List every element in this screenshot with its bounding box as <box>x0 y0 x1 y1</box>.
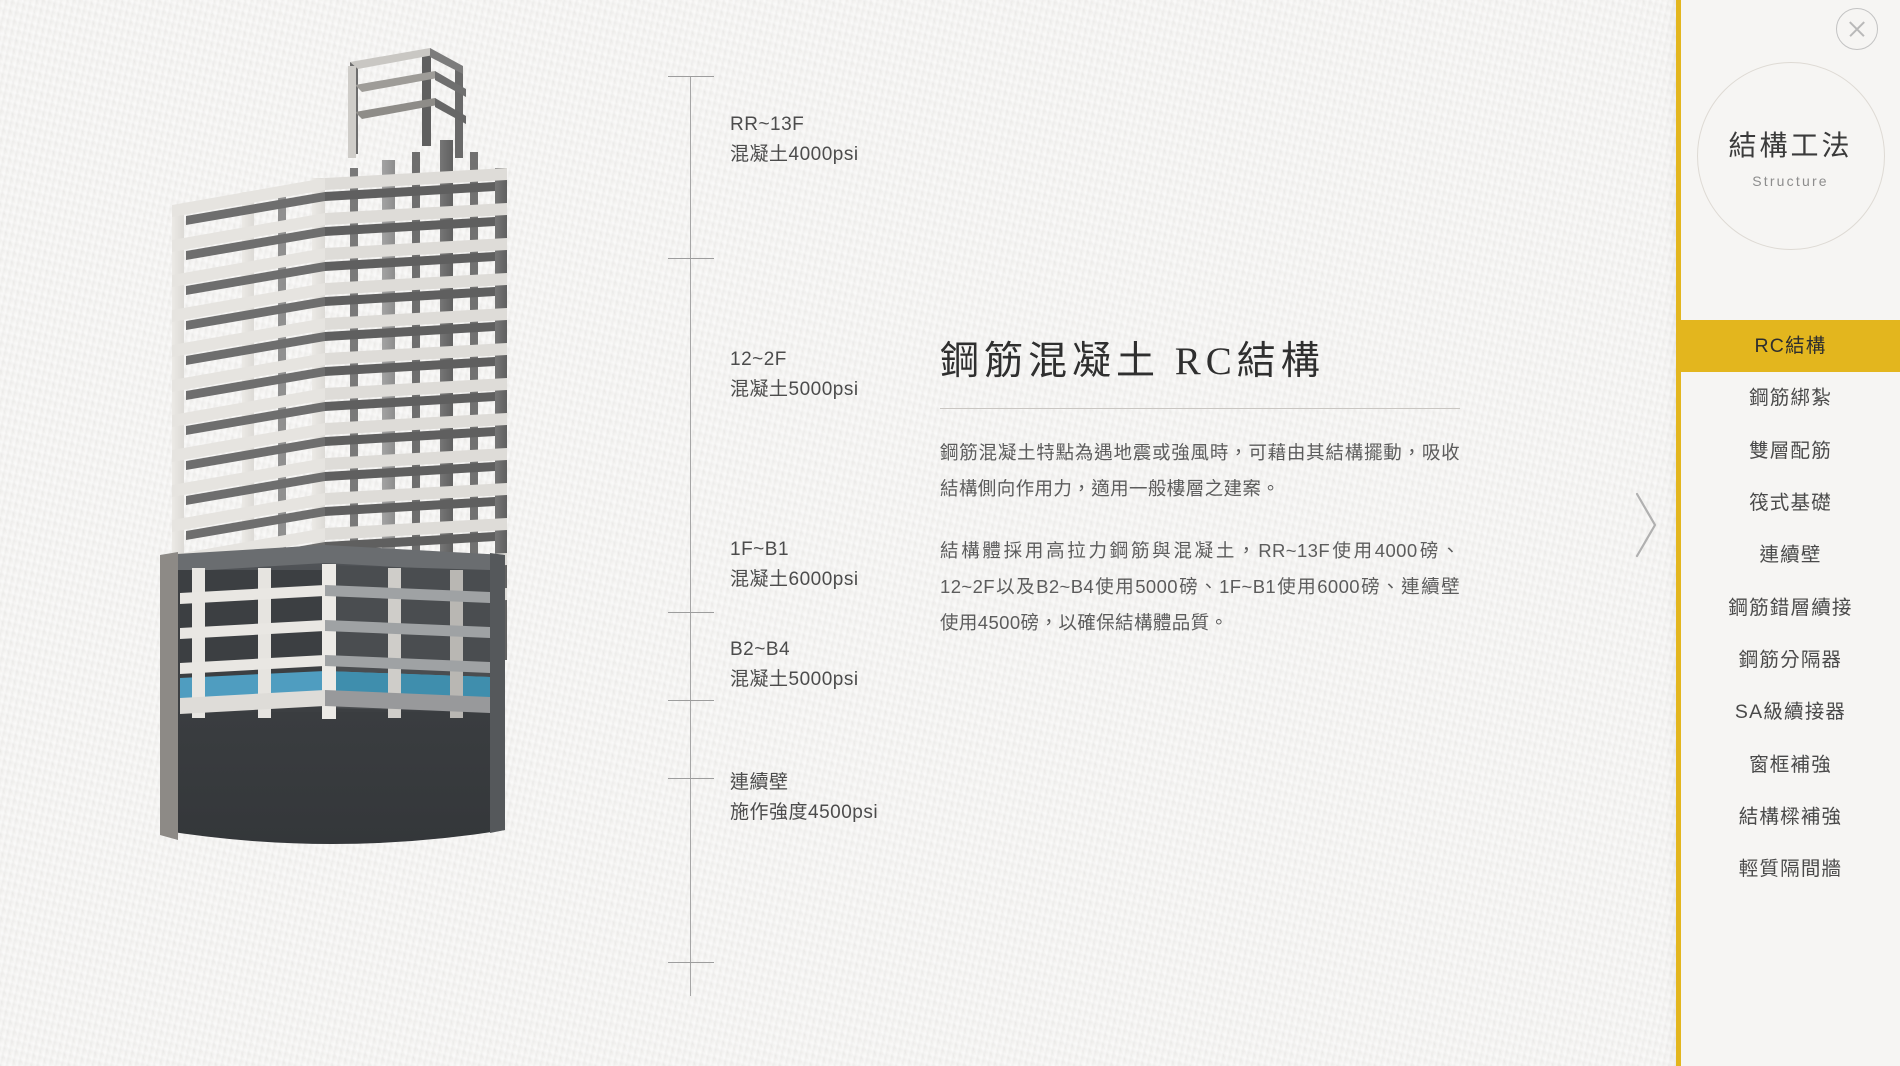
scale-label-12-2f: 12~2F 混凝土5000psi <box>730 345 859 405</box>
scale-label-line1: B2~B4 <box>730 639 791 660</box>
scale-label-line1: 連續壁 <box>730 772 789 793</box>
menu-item-sa-grade-coupler[interactable]: SA級續接器 <box>1734 701 1847 724</box>
scale-label-line1: 1F~B1 <box>730 539 790 560</box>
structure-side-panel: 結構工法 Structure RC結構 鋼筋綁紮 雙層配筋 筏式基礎 連續壁 鋼… <box>1676 0 1900 1066</box>
panel-subtitle: Structure <box>1752 172 1829 189</box>
scale-tick <box>668 612 714 613</box>
scale-label-line2: 混凝土4000psi <box>730 144 859 165</box>
next-slide-chevron[interactable] <box>1630 490 1664 560</box>
page-title: 鋼筋混凝土 RC結構 <box>940 340 1325 383</box>
scale-tick <box>668 778 714 779</box>
menu-item-double-layer-rebar[interactable]: 雙層配筋 <box>1749 439 1832 462</box>
scale-tick <box>668 962 714 963</box>
scale-label-line2: 混凝土6000psi <box>730 569 859 590</box>
scale-label-b2-b4: B2~B4 混凝土5000psi <box>730 635 859 695</box>
menu-item-raft-foundation[interactable]: 筏式基礎 <box>1749 491 1832 514</box>
scale-label-line1: 12~2F <box>730 349 787 370</box>
panel-title: 結構工法 <box>1728 130 1853 162</box>
chevron-right-icon <box>1635 492 1657 558</box>
floor-strength-scale: RR~13F 混凝土4000psi 12~2F 混凝土5000psi 1F~B1… <box>660 60 920 1010</box>
scale-tick <box>668 76 714 77</box>
menu-item-window-frame-reinforcement[interactable]: 窗框補強 <box>1749 753 1832 776</box>
scale-label-rr-13f: RR~13F 混凝土4000psi <box>730 110 859 170</box>
scale-label-line2: 施作強度4500psi <box>730 802 879 823</box>
menu-item-rebar-spacer[interactable]: 鋼筋分隔器 <box>1738 648 1843 671</box>
close-icon[interactable] <box>1836 8 1878 50</box>
article-block: 鋼筋混凝土 RC結構 鋼筋混凝土特點為遇地震或強風時，可藉由其結構擺動，吸收結構… <box>940 330 1460 641</box>
panel-header-circle: 結構工法 Structure <box>1696 62 1885 250</box>
scale-tick <box>668 700 714 701</box>
panel-header: 結構工法 Structure <box>1681 62 1900 250</box>
menu-item-lightweight-partition-wall[interactable]: 輕質隔間牆 <box>1738 858 1843 881</box>
menu-item-diaphragm-wall[interactable]: 連續壁 <box>1759 544 1822 567</box>
scale-axis-line <box>690 76 691 996</box>
scale-label-line2: 混凝土5000psi <box>730 669 859 690</box>
scale-label-diaphragm-wall: 連續壁 施作強度4500psi <box>730 768 878 828</box>
menu-item-structural-beam-reinforcement[interactable]: 結構樑補強 <box>1738 805 1843 828</box>
scale-tick <box>668 258 714 259</box>
rc-building-illustration <box>150 40 670 1040</box>
scale-label-1f-b1: 1F~B1 混凝土6000psi <box>730 535 859 595</box>
roof-penthouse <box>348 48 466 158</box>
title-divider <box>940 408 1460 409</box>
article-paragraph-1: 鋼筋混凝土特點為遇地震或強風時，可藉由其結構擺動，吸收結構側向作用力，適用一般樓… <box>940 442 1460 499</box>
scale-label-line1: RR~13F <box>730 114 805 135</box>
structure-menu: RC結構 鋼筋綁紮 雙層配筋 筏式基礎 連續壁 鋼筋錯層續接 鋼筋分隔器 SA級… <box>1681 320 1900 895</box>
basement-frame <box>178 564 490 719</box>
article-paragraph-2: 結構體採用高拉力鋼筋與混凝土，RR~13F使用4000磅、12~2F以及B2~B… <box>940 540 1460 633</box>
menu-item-staggered-splice[interactable]: 鋼筋錯層續接 <box>1728 596 1853 619</box>
underground-section <box>160 545 505 844</box>
menu-item-rc-structure[interactable]: RC結構 <box>1681 320 1900 373</box>
menu-item-rebar-tying[interactable]: 鋼筋綁紮 <box>1749 387 1832 410</box>
scale-label-line2: 混凝土5000psi <box>730 379 859 400</box>
